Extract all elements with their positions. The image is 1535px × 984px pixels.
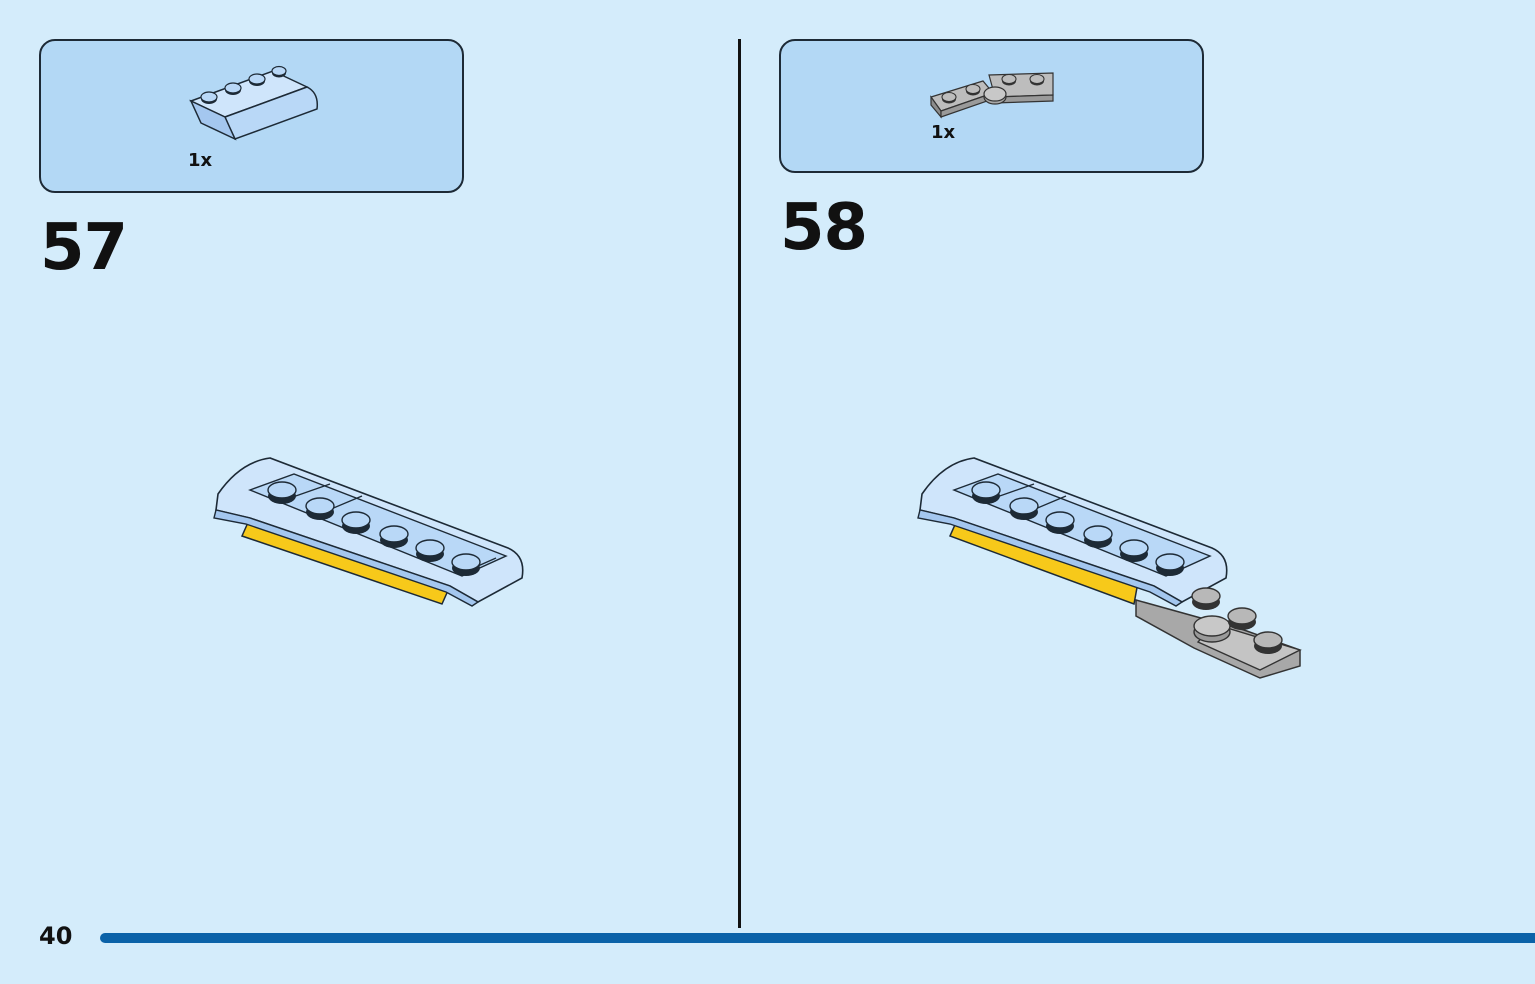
curved-slope-brick-icon [189, 65, 319, 141]
step-number: 58 [780, 191, 868, 265]
step-number: 57 [40, 211, 128, 285]
hinge-plate-icon [930, 72, 1054, 119]
parts-callout-step-58: 1x [779, 39, 1204, 173]
footer-bar [100, 933, 1535, 943]
part-quantity: 1x [931, 122, 956, 143]
parts-callout-step-57: 1x [39, 39, 464, 193]
step-divider [738, 39, 741, 928]
part-quantity: 1x [188, 150, 213, 171]
step-58-model-illustration [917, 457, 1302, 679]
page-number: 40 [39, 922, 73, 950]
step-57-model-illustration [213, 457, 524, 607]
stud-row [267, 481, 481, 576]
